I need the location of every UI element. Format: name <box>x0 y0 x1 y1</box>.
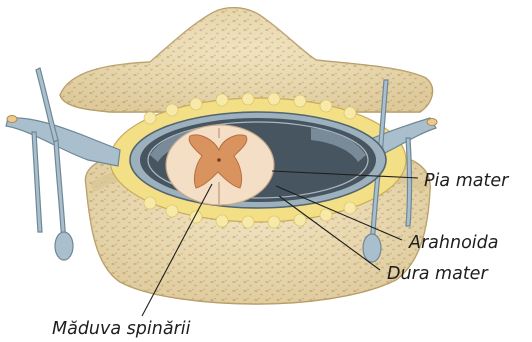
label-arahnoida: Arahnoida <box>408 233 498 253</box>
nerve-stump-left <box>7 116 17 123</box>
nerve-stump-right <box>427 119 437 126</box>
label-pia-mater: Pia mater <box>424 171 510 191</box>
label-dura-mater: Dura mater <box>387 264 489 284</box>
central-canal <box>217 158 221 162</box>
label-maduva-spinarii: Măduva spinării <box>52 319 191 339</box>
